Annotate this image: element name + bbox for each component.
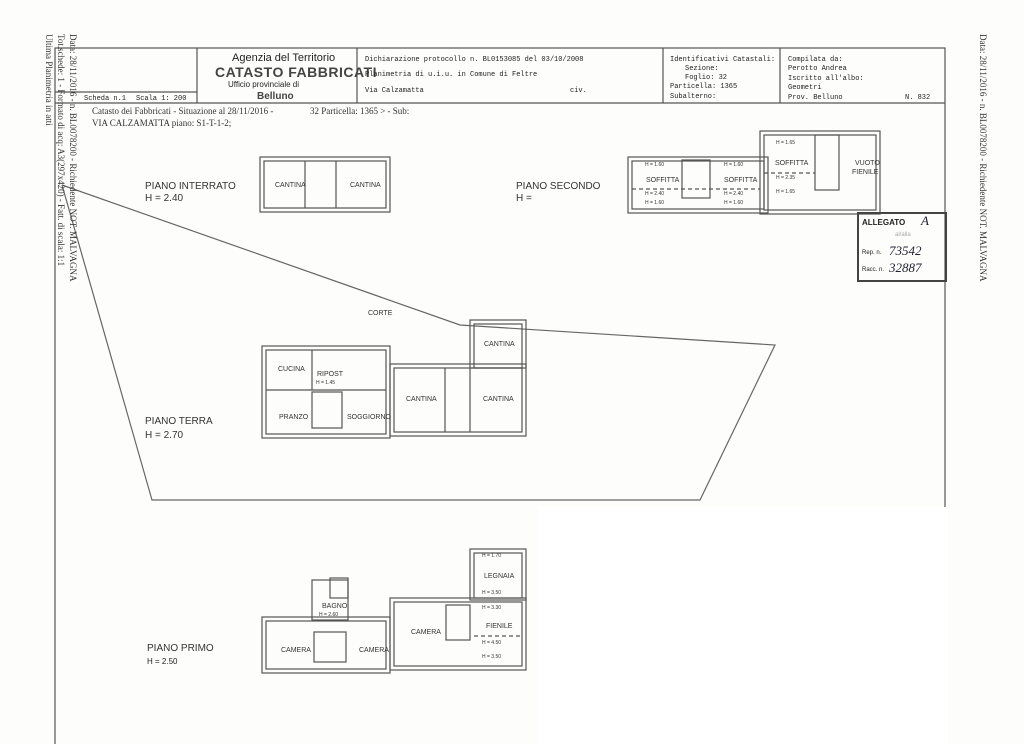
height-label: H = 1.70 (482, 553, 502, 559)
room-label: LEGNAIA (484, 573, 515, 580)
height-label: H = 1.65 (776, 189, 796, 195)
room-label: FIENILE (852, 169, 879, 176)
overlay-particella: 32 Particella: 1365 > - Sub: (310, 106, 410, 116)
room-label: VUOTO (855, 160, 880, 167)
scheda-number: Scheda n.1 (84, 95, 127, 103)
rep-number: 73542 (889, 243, 922, 258)
planimetria: Planimetria di u.i.u. in Comune di Feltr… (365, 71, 538, 79)
margin-text-1: Data: 28/11/2016 - n. BL0078200 - Richie… (68, 34, 78, 282)
racc-label: Racc. n. (862, 267, 885, 273)
room-label: SOGGIORNO (347, 414, 391, 421)
floor-primo-name: PIANO PRIMO (147, 643, 214, 654)
address: Via Calzamatta (365, 87, 424, 95)
height-label: H = 1.60 (645, 162, 665, 168)
scale: Scala 1: 200 (136, 95, 187, 103)
sezione: Sezione: (685, 65, 719, 73)
overlay-via: VIA CALZAMATTA piano: S1-T-1-2; (92, 118, 232, 128)
room-label: CAMERA (359, 647, 389, 654)
floor-terra-name: PIANO TERRA (145, 416, 213, 427)
compiler-name: Perotto Andrea (788, 65, 847, 73)
height-label: H = 2.60 (319, 612, 339, 618)
room-label: RIPOST (317, 371, 344, 378)
plan-secondo (627, 130, 881, 215)
corte-boundary (61, 184, 776, 501)
registry-value: Geometri (788, 84, 822, 92)
room-label: CUCINA (278, 366, 305, 373)
plan-interrato (259, 156, 391, 213)
room-label: SOFFITTA (775, 160, 809, 167)
height-label: H = 3.30 (482, 605, 502, 611)
document-title: CATASTO FABBRICATI (215, 64, 377, 80)
height-label: H = 1.60 (724, 200, 744, 206)
corte-label: CORTE (368, 310, 393, 317)
room-label: CANTINA (406, 396, 437, 403)
room-label: BAGNO (322, 603, 348, 610)
height-label: H = 1.45 (316, 380, 336, 386)
allegato-value: A (921, 213, 929, 228)
floor-terra-height: H = 2.70 (145, 430, 184, 441)
allegato-sub: al/alla (895, 232, 911, 238)
office-city: Belluno (257, 91, 294, 102)
overlay-situazione: Catasto dei Fabbricati - Situazione al 2… (92, 106, 274, 116)
allegato-stamp: ALLEGATO A al/alla Rep. n. 73542 Racc. n… (857, 212, 947, 282)
room-label: CAMERA (411, 629, 441, 636)
margin-text-3: Ultima Planimetria in atti (44, 34, 54, 126)
sheet-frame (54, 47, 946, 744)
civic-label: civ. (570, 87, 587, 95)
floor-secondo-height: H = (516, 193, 532, 204)
room-label: SOFFITTA (724, 177, 758, 184)
room-label: CANTINA (484, 341, 515, 348)
province: Prov. Belluno (788, 94, 843, 102)
plan-primo (261, 548, 527, 674)
floor-primo-height: H = 2.50 (147, 657, 178, 666)
rep-label: Rep. n. (862, 250, 882, 256)
height-label: H = 1.60 (645, 200, 665, 206)
office-label: Ufficio provinciale di (228, 80, 299, 89)
blank-area (538, 507, 948, 744)
identifiers-label: Identificativi Catastali: (670, 56, 776, 64)
height-label: H = 3.50 (482, 654, 502, 660)
height-label: H = 2.40 (724, 191, 744, 197)
room-label: FIENILE (486, 623, 513, 630)
foglio: Foglio: 32 (685, 74, 728, 82)
room-label: SOFFITTA (646, 177, 680, 184)
particella: Particella: 1365 (670, 83, 738, 91)
room-label: PRANZO (279, 414, 309, 421)
registration-number: N. 832 (905, 94, 931, 102)
floor-interrato-name: PIANO INTERRATO (145, 181, 236, 192)
racc-number: 32887 (889, 260, 922, 275)
margin-text-right: Data: 28/11/2016 - n. BL0078200 - Richie… (978, 34, 988, 282)
room-label: CANTINA (275, 182, 306, 189)
floor-interrato-height: H = 2.40 (145, 193, 184, 204)
height-label: H = 2.40 (645, 191, 665, 197)
room-label: CANTINA (350, 182, 381, 189)
height-label: H = 4.50 (482, 640, 502, 646)
allegato-label: ALLEGATO (862, 218, 906, 227)
agency-name: Agenzia del Territorio (232, 52, 336, 64)
room-label: CAMERA (281, 647, 311, 654)
subalterno: Subalterno: (670, 93, 717, 101)
compiled-by-label: Compilata da: (788, 56, 843, 64)
floor-secondo-name: PIANO SECONDO (516, 181, 601, 192)
height-label: H = 3.50 (482, 590, 502, 596)
height-label: H = 1.60 (724, 162, 744, 168)
height-label: H = 1.65 (776, 140, 796, 146)
margin-text-2: Tot.schede: 1 - Formato di acq: A3(297x4… (56, 34, 66, 267)
protocol: Dichiarazione protocollo n. BL0153085 de… (365, 56, 584, 64)
plan-terra (261, 319, 527, 439)
registry-label: Iscritto all'albo: (788, 75, 864, 83)
room-label: CANTINA (483, 396, 514, 403)
height-label: H = 2.35 (776, 175, 796, 181)
